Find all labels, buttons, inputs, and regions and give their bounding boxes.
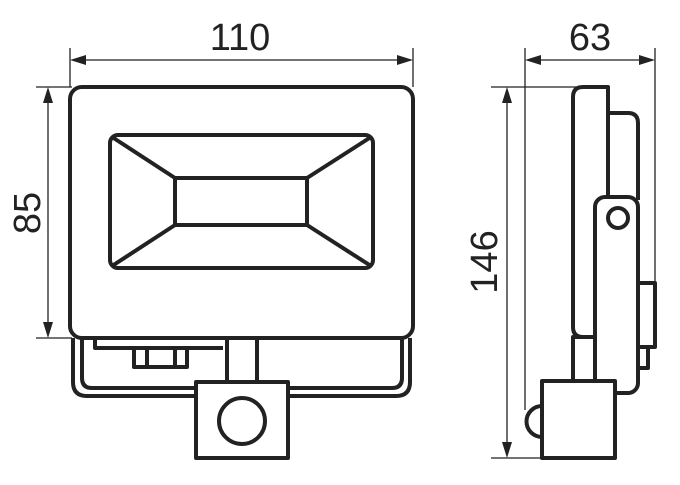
- led-panel: [108, 133, 375, 270]
- bracket-pivot: [606, 206, 630, 230]
- front-view: [68, 85, 415, 460]
- front-housing: [68, 85, 415, 340]
- dimension-total-height: [491, 86, 610, 459]
- depth-label: 63: [569, 17, 611, 59]
- front-height-label: 85: [7, 192, 49, 234]
- motion-sensor-front: [194, 380, 290, 460]
- dimension-width: [69, 48, 414, 87]
- width-label: 110: [210, 17, 271, 59]
- dimension-depth: [524, 48, 656, 410]
- mounting-bracket-front: [71, 336, 412, 398]
- motion-sensor-side: [524, 379, 617, 460]
- side-view: [524, 85, 657, 460]
- heatsink-back: [608, 111, 640, 200]
- dimension-front-height: [36, 86, 72, 339]
- total-height-label: 146: [464, 230, 506, 293]
